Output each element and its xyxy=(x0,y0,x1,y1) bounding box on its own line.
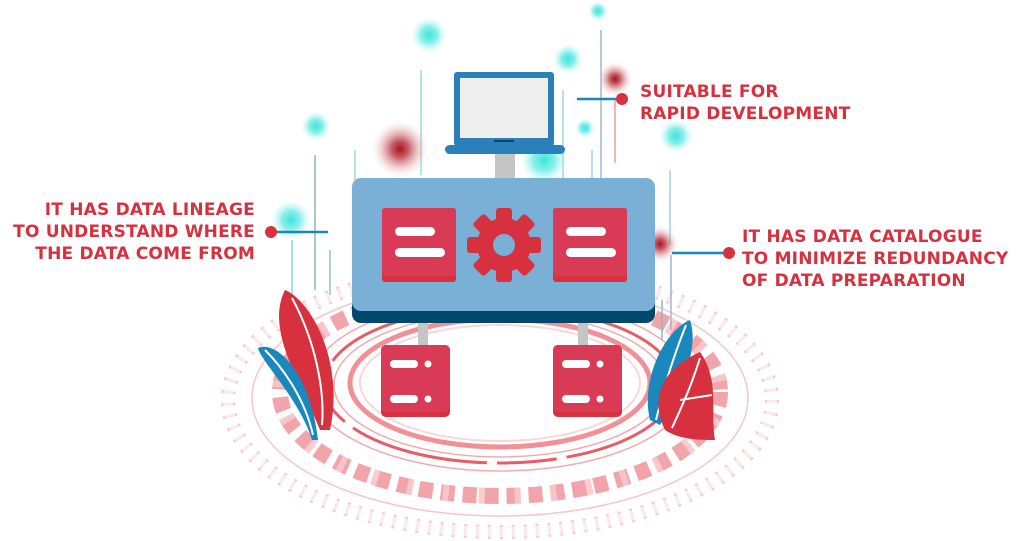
callout-line: THE DATA COME FROM xyxy=(35,244,255,264)
callout-line: OF DATA PREPARATION xyxy=(742,271,966,291)
server-icon xyxy=(381,345,450,417)
laptop-icon xyxy=(445,72,565,180)
leaf-plant-left xyxy=(258,290,334,440)
glow-dots xyxy=(271,1,693,262)
server-icon xyxy=(553,345,622,417)
callout-line: SUITABLE FOR xyxy=(640,82,779,102)
callout-data-catalogue: IT HAS DATA CATALOGUE TO MINIMIZE REDUND… xyxy=(742,226,1008,292)
main-control-panel xyxy=(352,178,655,323)
callout-data-lineage: IT HAS DATA LINEAGE TO UNDERSTAND WHERE … xyxy=(10,199,255,265)
leaf-plant-right xyxy=(647,320,715,440)
callout-rapid-development: SUITABLE FOR RAPID DEVELOPMENT xyxy=(640,81,850,125)
callout-line: RAPID DEVELOPMENT xyxy=(640,104,851,124)
list-module-icon xyxy=(382,208,456,282)
callout-line: TO UNDERSTAND WHERE xyxy=(13,222,255,242)
callout-line: IT HAS DATA CATALOGUE xyxy=(742,227,983,247)
gear-icon xyxy=(467,208,541,282)
callout-line: IT HAS DATA LINEAGE xyxy=(44,200,255,220)
callout-connectors xyxy=(265,93,735,259)
callout-line: TO MINIMIZE REDUNDANCY xyxy=(742,249,1009,269)
list-module-icon xyxy=(553,208,627,282)
